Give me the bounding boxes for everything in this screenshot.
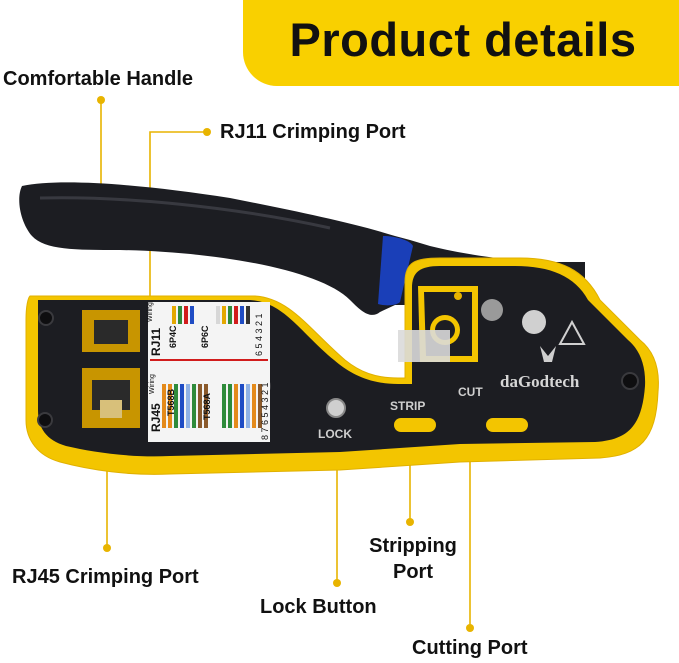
rotate-symbol-icon bbox=[481, 299, 503, 321]
page-title: Product details bbox=[289, 13, 637, 66]
callout-stripping-line2: Port bbox=[393, 561, 433, 583]
handle-blue-band bbox=[378, 236, 413, 306]
6p6c-marking: 6P6C bbox=[200, 325, 210, 348]
lock-marking: LOCK bbox=[318, 427, 352, 441]
rj11-wiring-marking: Wiring bbox=[147, 302, 154, 322]
wiring-chart bbox=[148, 302, 270, 442]
callout-lock-button: Lock Button bbox=[260, 596, 377, 618]
6p4c-marking: 6P4C bbox=[168, 325, 178, 348]
lock-button bbox=[326, 398, 346, 418]
pins-top-marking: 6 5 4 3 2 1 bbox=[254, 313, 264, 356]
wiring-color-bars bbox=[162, 306, 262, 428]
rj11-crimping-port bbox=[82, 310, 140, 352]
t568b-marking: T568B bbox=[166, 388, 176, 416]
globe-symbol-icon bbox=[522, 310, 546, 334]
rj11-marking: RJ11 bbox=[149, 328, 163, 356]
t568a-marking: T568A bbox=[202, 392, 212, 420]
callout-cutting-port: Cutting Port bbox=[412, 637, 528, 659]
cutting-slot bbox=[486, 418, 528, 432]
brand-emblem-icon bbox=[540, 346, 556, 362]
callout-comfortable-handle: Comfortable Handle bbox=[3, 68, 194, 90]
callout-stripping-port: Stripping Port bbox=[358, 533, 468, 585]
rj45-marking: RJ45 bbox=[149, 403, 163, 432]
rj45-crimping-port bbox=[82, 368, 140, 428]
pins-bottom-marking: 8 7 6 5 4 3 2 1 bbox=[260, 382, 270, 440]
callout-rj45-crimping-port: RJ45 Crimping Port bbox=[12, 566, 199, 588]
rj45-wiring-marking: Wiring bbox=[149, 374, 156, 394]
cut-marking: CUT bbox=[458, 385, 483, 399]
warning-triangle-icon bbox=[558, 319, 586, 345]
strip-marking: STRIP bbox=[390, 399, 425, 413]
title-banner bbox=[243, 0, 679, 86]
callout-stripping-line1: Stripping bbox=[369, 535, 457, 557]
stripping-slot bbox=[394, 418, 436, 432]
callout-rj11-crimping-port: RJ11 Crimping Port bbox=[220, 121, 406, 143]
brand-name: daGodtech bbox=[500, 372, 580, 391]
